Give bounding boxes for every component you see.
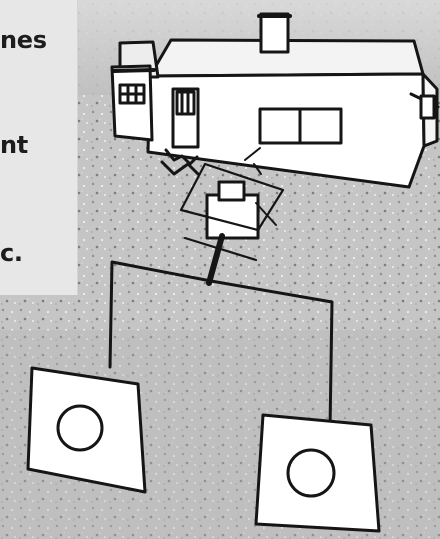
chimney-shape: [259, 14, 290, 52]
drainfield-left: [28, 368, 145, 492]
drainfield-right: [256, 415, 379, 531]
